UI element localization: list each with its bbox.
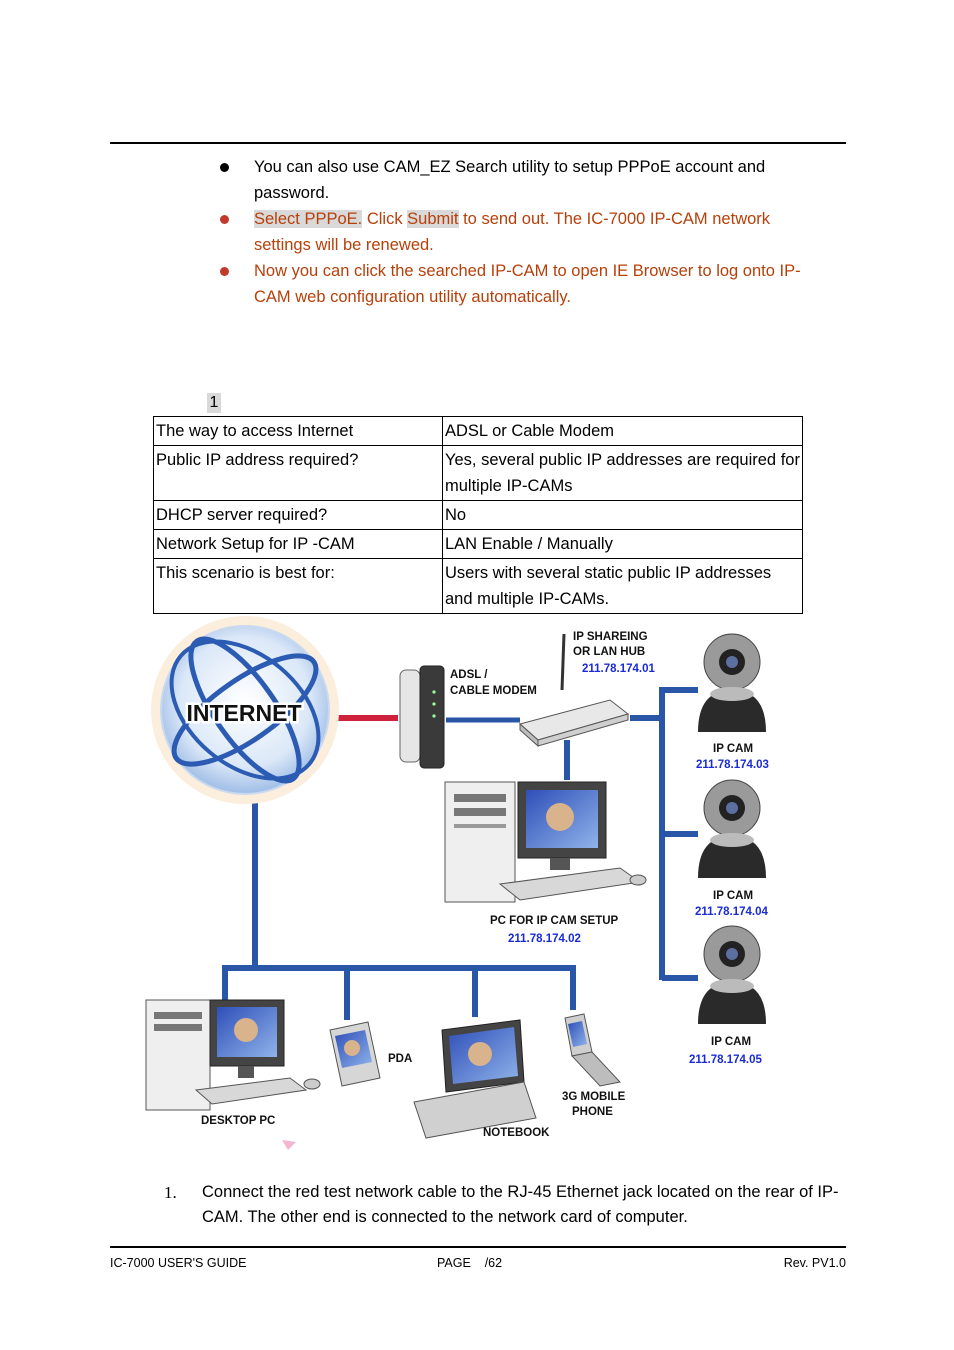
table-cell: Users with several static public IP addr… <box>442 558 803 614</box>
footer-left: IC-7000 USER'S GUIDE <box>110 1256 247 1270</box>
modem-label-line2: CABLE MODEM <box>450 685 537 697</box>
submit-text: Submit <box>407 210 459 228</box>
ip-cam-icon <box>698 925 766 1024</box>
bullet-text: You can also use CAM_EZ Search utility t… <box>254 158 766 202</box>
setup-pc-ip: 211.78.174.02 <box>508 933 581 945</box>
hub-ip: 211.78.174.01 <box>582 663 656 675</box>
header-rule <box>110 142 846 144</box>
setup-pc-label: PC FOR IP CAM SETUP <box>490 915 619 927</box>
router-icon <box>518 633 630 748</box>
notebook-label: NOTEBOOK <box>483 1127 550 1139</box>
hub-label-line1: IP SHAREING <box>573 631 648 643</box>
footer-rule <box>110 1246 846 1248</box>
bullet-dot-icon <box>220 267 229 276</box>
table-row: Public IP address required?Yes, several … <box>153 445 803 501</box>
bullet-text: Now you can click the searched IP-CAM to… <box>254 262 801 306</box>
modem-icon <box>399 665 445 769</box>
step-text: Connect the red test network cable to th… <box>202 1183 839 1226</box>
ip-cam-label: IP CAM <box>711 1036 751 1048</box>
table-cell: Public IP address required? <box>153 445 443 501</box>
pointer-mark-icon <box>282 1140 296 1150</box>
bullet-item: Now you can click the searched IP-CAM to… <box>210 258 830 310</box>
bullet-list: You can also use CAM_EZ Search utility t… <box>210 154 830 310</box>
ip-cam-label: IP CAM <box>713 743 753 755</box>
table-cell: The way to access Internet <box>153 416 443 446</box>
table-cell: DHCP server required? <box>153 500 443 530</box>
table-cell: LAN Enable / Manually <box>442 529 803 559</box>
ip-cam-1-ip: 211.78.174.03 <box>696 759 769 771</box>
table-cell: Yes, several public IP addresses are req… <box>442 445 803 501</box>
ip-cam-icon <box>698 779 766 878</box>
footer-right: Rev. PV1.0 <box>783 1256 846 1270</box>
phone-label-line2: PHONE <box>572 1106 613 1118</box>
network-lines <box>222 687 698 1020</box>
pda-icon <box>329 1021 381 1087</box>
desktop-pc-label: DESKTOP PC <box>201 1115 275 1127</box>
bullet-text: to send out. The IC-7000 IP-CAM network … <box>254 210 771 254</box>
table-cell: This scenario is best for: <box>153 558 443 614</box>
ip-cam-3-ip: 211.78.174.05 <box>689 1054 763 1066</box>
table-row: This scenario is best for:Users with sev… <box>153 558 803 614</box>
internet-globe-icon: INTERNET <box>151 616 339 804</box>
select-pppoe-text: Select PPPoE. <box>254 210 363 228</box>
footer-page: PAGE /62 <box>437 1256 503 1270</box>
modem-label-line1: ADSL / <box>450 669 488 681</box>
hub-label-line2: OR LAN HUB <box>573 646 645 658</box>
step-number: 1. <box>164 1183 177 1202</box>
bullet-text: Click <box>362 210 408 228</box>
network-diagram: INTERNET ADSL / CABLE MODEM IP SHAREING … <box>145 616 769 1150</box>
table-cell: Network Setup for IP -CAM <box>153 529 443 559</box>
bullet-item: Select PPPoE. Click Submit to send out. … <box>210 206 830 258</box>
bullet-dot-icon <box>220 215 229 224</box>
pda-label: PDA <box>388 1053 412 1065</box>
table-cell: No <box>442 500 803 530</box>
mobile-phone-icon <box>564 1013 621 1087</box>
table-cell: ADSL or Cable Modem <box>442 416 803 446</box>
bullet-item: You can also use CAM_EZ Search utility t… <box>210 154 830 206</box>
bullet-dot-icon <box>220 163 229 172</box>
ip-cam-label: IP CAM <box>713 890 753 902</box>
table-number: 1 <box>207 393 221 413</box>
internet-label: INTERNET <box>187 700 302 726</box>
notebook-icon <box>413 1019 537 1139</box>
phone-label-line1: 3G MOBILE <box>562 1091 626 1103</box>
ip-cam-icon <box>698 633 766 732</box>
setup-pc-icon <box>444 781 647 903</box>
table-row: DHCP server required?No <box>153 500 803 530</box>
desktop-pc-icon <box>145 999 321 1111</box>
ip-cam-2-ip: 211.78.174.04 <box>695 906 769 918</box>
